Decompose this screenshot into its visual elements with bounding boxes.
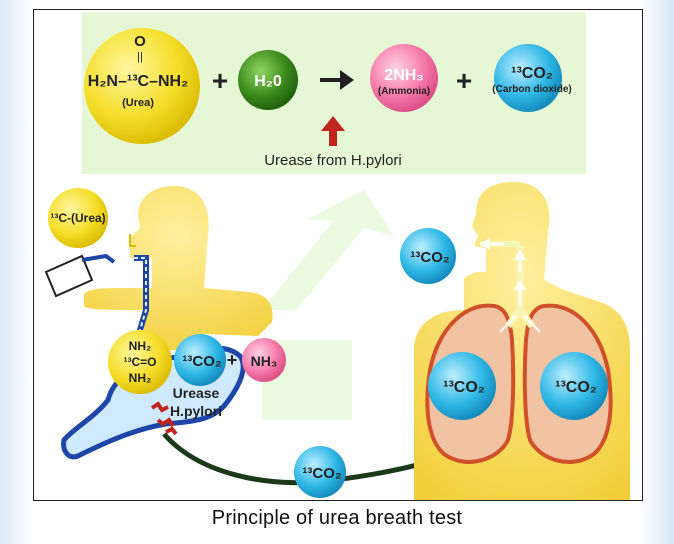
urea-breath-test-diagram: O || H₂N–¹³C–NH₂ (Urea) + H₂0 2NH₃ (Ammo… [44, 12, 630, 500]
enzyme-arrow [321, 116, 345, 146]
diagram-caption: Principle of urea breath test [211, 507, 463, 529]
urea-capsule: ¹³C-(Urea) [48, 188, 108, 248]
diagram-frame: O || H₂N–¹³C–NH₂ (Urea) + H₂0 2NH₃ (Ammo… [33, 9, 643, 501]
stomach-plus: + [227, 350, 238, 370]
exhaled-co2-label: ¹³CO₂ [410, 249, 449, 266]
plus-sign-2: + [456, 65, 472, 96]
co2-name: (Carbon dioxide) [492, 84, 571, 95]
exhaled-co2-molecule: ¹³CO₂ [400, 228, 456, 284]
background-arrow [262, 190, 394, 310]
lung-left-co2-label: ¹³CO₂ [443, 379, 485, 396]
stomach-urea-line-3: NH₂ [129, 371, 152, 385]
left-person [84, 186, 273, 350]
urease-label: Urease [173, 385, 220, 401]
stomach-nh3-label: NH₃ [251, 353, 278, 369]
plus-sign-1: + [212, 65, 228, 96]
stomach-co2-label: ¹³CO₂ [182, 353, 221, 370]
stomach-co2-molecule: ¹³CO₂ [174, 334, 226, 386]
hpylori-label: H.pylori [170, 403, 222, 419]
ammonia-name: (Ammonia) [378, 86, 430, 97]
lung-left-co2-molecule: ¹³CO₂ [428, 352, 496, 420]
co2-molecule: ¹³CO₂ (Carbon dioxide) [492, 44, 572, 112]
enzyme-label: Urease from H.pylori [264, 152, 402, 169]
ammonia-molecule: 2NH₃ (Ammonia) [370, 44, 438, 112]
lung-right-co2-molecule: ¹³CO₂ [540, 352, 608, 420]
urea-molecule: O || H₂N–¹³C–NH₂ (Urea) [84, 28, 200, 144]
urea-double-bond: || [137, 51, 143, 63]
urea-oxygen: O [134, 33, 146, 50]
transport-co2-molecule: ¹³CO₂ [294, 446, 346, 498]
airflow-arrows [480, 238, 541, 333]
stomach-urea-molecule: NH₂ ¹³C=O NH₂ [108, 330, 172, 394]
stomach-urea-line-2: ¹³C=O [124, 355, 157, 369]
water-molecule: H₂0 [238, 50, 298, 110]
stomach-urea-line-1: NH₂ [129, 339, 152, 353]
lung-right-co2-label: ¹³CO₂ [555, 379, 597, 396]
reaction-arrow [320, 70, 354, 90]
co2-formula: ¹³CO₂ [511, 65, 553, 82]
hpylori-bacteria [150, 401, 178, 436]
stomach-nh3-molecule: NH₃ [242, 338, 286, 382]
urea-formula: H₂N–¹³C–NH₂ [88, 73, 188, 90]
urea-capsule-label: ¹³C-(Urea) [50, 211, 105, 225]
drinking-cup [44, 253, 116, 298]
transport-co2-label: ¹³CO₂ [302, 465, 341, 482]
ammonia-formula: 2NH₃ [384, 67, 423, 84]
water-formula: H₂0 [254, 73, 282, 90]
urea-name: (Urea) [122, 97, 154, 109]
